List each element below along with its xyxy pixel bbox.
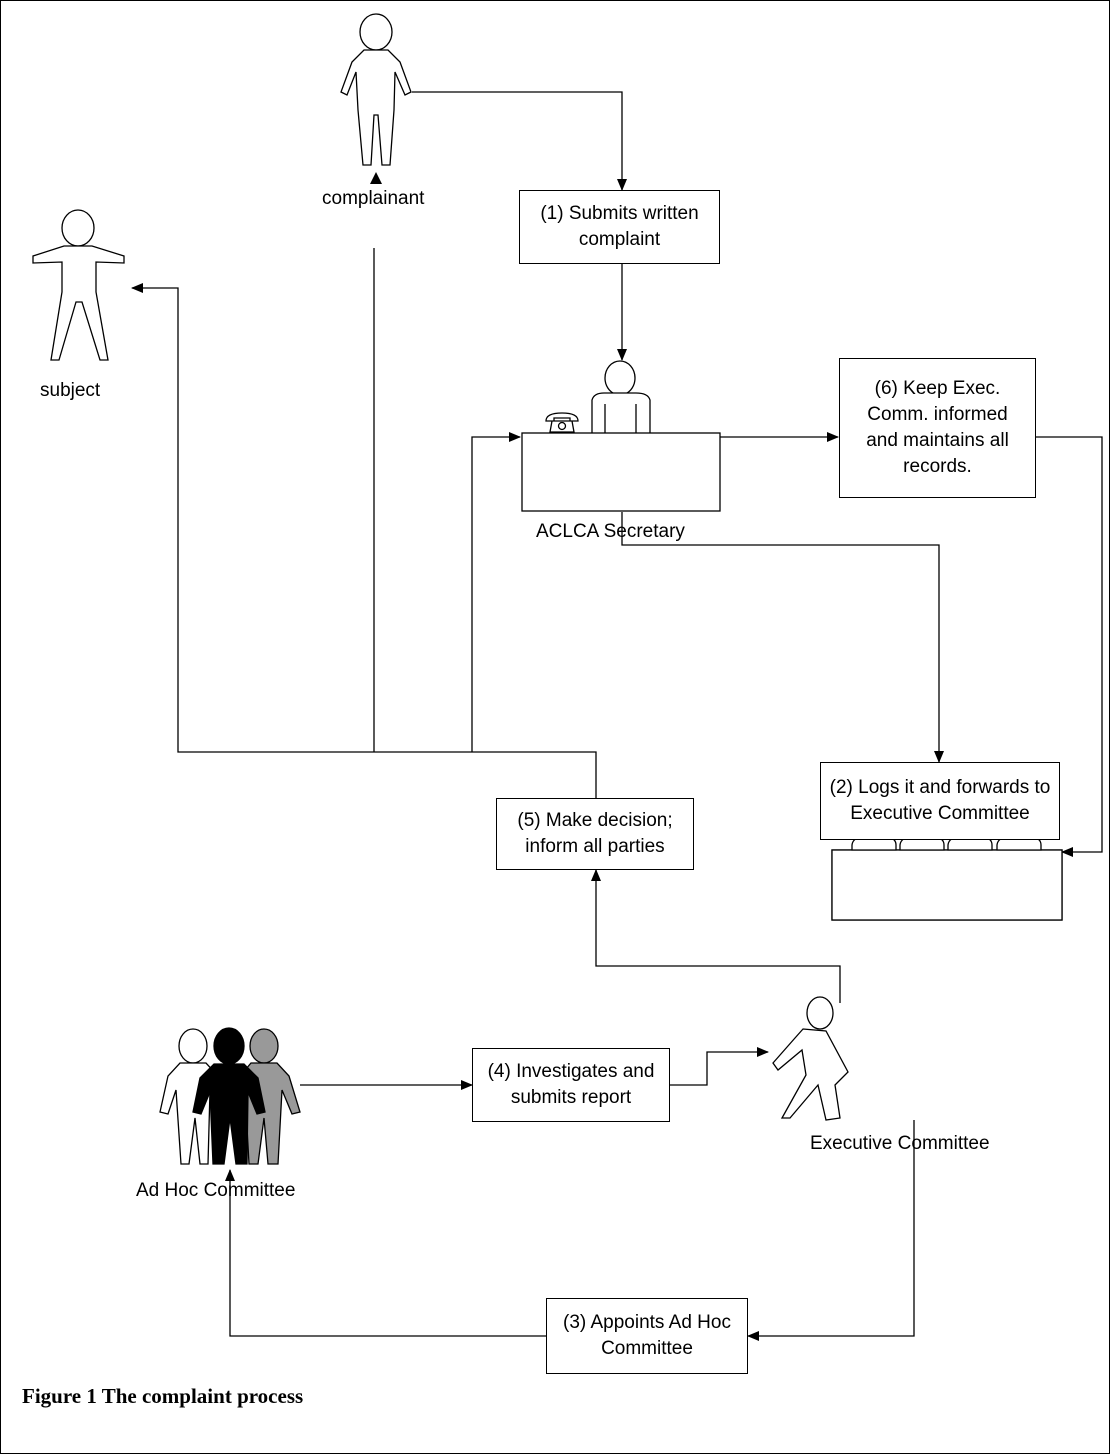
connector-step3-to-adhoc [225, 1169, 546, 1337]
step-5-decision-box: (5) Make decision; inform all parties [496, 798, 694, 870]
step-3-appoints-box: (3) Appoints Ad Hoc Committee [546, 1298, 748, 1374]
step-1-submit-box: (1) Submits written complaint [519, 190, 720, 264]
secretary-figure [521, 360, 721, 512]
figure-caption: Figure 1 The complaint process [22, 1384, 304, 1408]
connector-step5-to-parties [131, 283, 597, 798]
step-6-records-box: (6) Keep Exec. Comm. informed and mainta… [839, 358, 1036, 498]
connector-complainant-to-step1 [412, 91, 627, 191]
step-4-investigates-box: (4) Investigates and submits report [472, 1048, 670, 1122]
complainant-arrowhead [370, 172, 382, 184]
subject-label: subject [40, 380, 101, 401]
complainant-label: complainant [322, 188, 425, 209]
connector-executive-to-step5 [591, 869, 841, 1003]
secretary-desk [521, 432, 721, 512]
connector-executive-to-step3 [747, 1120, 915, 1341]
complainant-figure [340, 13, 412, 166]
step-2-logs-box: (2) Logs it and forwards to Executive Co… [820, 762, 1060, 840]
adhoc-committee-label: Ad Hoc Committee [136, 1180, 296, 1201]
subject-figure [32, 209, 125, 361]
connector-to-secretary [471, 432, 521, 752]
executive-committee-label: Executive Committee [810, 1133, 990, 1154]
connector-step4-to-executive [670, 1047, 769, 1086]
adhoc-committee-figure [159, 1027, 301, 1165]
secretary-label: ACLCA Secretary [536, 521, 685, 542]
connector-step6-to-executive [1036, 436, 1103, 857]
connector-secretary-to-step2 [621, 512, 944, 763]
